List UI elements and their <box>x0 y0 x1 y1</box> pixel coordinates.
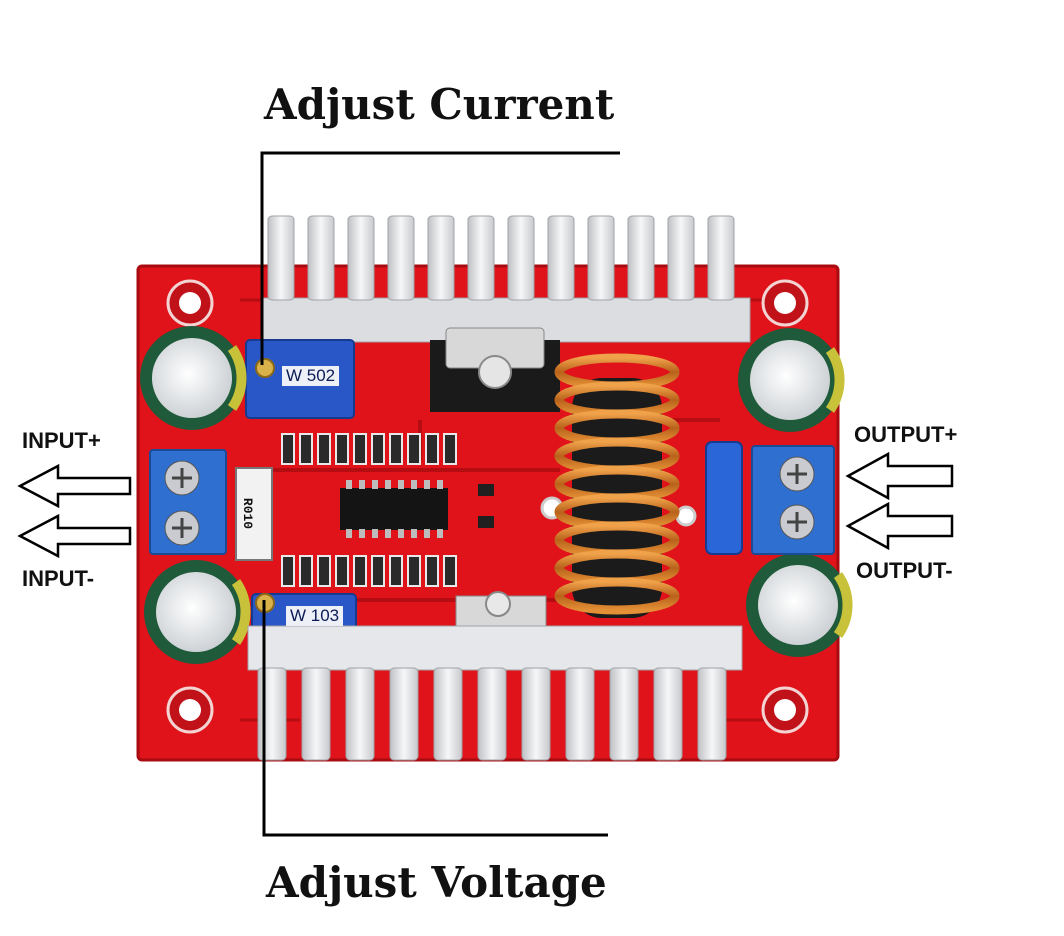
output-plus-arrow <box>845 451 954 501</box>
smd-part <box>353 555 367 587</box>
heatsink-fin <box>267 215 295 301</box>
heatsink-fin <box>433 667 463 761</box>
voltage-pot-code: W 103 <box>286 606 344 626</box>
heatsink-fin <box>307 215 335 301</box>
output-terminal-block <box>705 441 835 555</box>
input-minus-arrow <box>17 513 132 559</box>
heatsink-fin <box>301 667 331 761</box>
sense-resistor-code: R010 <box>240 497 256 530</box>
smd-part <box>281 433 295 465</box>
heatsink-fin <box>565 667 595 761</box>
ic-pin <box>359 529 365 538</box>
heatsink-fin <box>609 667 639 761</box>
top-heatsink <box>261 215 751 412</box>
heatsink-fin <box>507 215 535 301</box>
coil-winding <box>554 577 680 615</box>
smd-part <box>317 555 331 587</box>
toroid-inductor <box>554 353 680 618</box>
heatsink-fin <box>667 215 695 301</box>
capacitor-bottom-left <box>144 560 251 664</box>
smd-part <box>299 555 313 587</box>
input-terminal-block <box>149 449 227 555</box>
leader-lines <box>260 151 620 837</box>
ic-pin <box>437 480 443 489</box>
smd-components <box>281 433 697 587</box>
smd-part <box>335 555 349 587</box>
adjust-current-label: Adjust Current <box>264 80 615 129</box>
heatsink-fin <box>547 215 575 301</box>
capacitor-top-right <box>738 328 845 432</box>
smd-part <box>389 555 403 587</box>
heatsink-fin <box>697 667 727 761</box>
ic-pin <box>372 529 378 538</box>
heatsink-fin <box>427 215 455 301</box>
smd-part <box>407 555 421 587</box>
heatsink-fin <box>707 215 735 301</box>
ic-pin <box>346 480 352 489</box>
smd-part <box>389 433 403 465</box>
ic-pin <box>385 529 391 538</box>
output-plus-label: OUTPUT+ <box>854 422 958 447</box>
ic-pin <box>385 480 391 489</box>
smd-part <box>335 433 349 465</box>
current-pot-code: W 502 <box>282 366 340 386</box>
sense-resistor <box>235 467 273 561</box>
ic-pin <box>411 480 417 489</box>
adjust-voltage-label: Adjust Voltage <box>266 858 607 907</box>
heatsink-fin <box>467 215 495 301</box>
input-plus-arrow <box>17 463 132 509</box>
ic-pin <box>359 480 365 489</box>
heatsink-fin <box>587 215 615 301</box>
heatsink-fin <box>257 667 287 761</box>
smd-part <box>443 555 457 587</box>
smd-part <box>299 433 313 465</box>
output-minus-arrow <box>845 501 954 551</box>
ic-pin <box>437 529 443 538</box>
heatsink-fin <box>389 667 419 761</box>
heatsink-fin <box>345 667 375 761</box>
capacitor-top-left <box>140 326 247 430</box>
smd-part <box>353 433 367 465</box>
ic-pin <box>398 529 404 538</box>
mounting-holes <box>166 279 809 734</box>
heatsink-fin <box>477 667 507 761</box>
ic-pin <box>372 480 378 489</box>
capacitor-bottom-right <box>746 553 853 657</box>
ic-pin <box>424 529 430 538</box>
smd-part <box>407 433 421 465</box>
ic-pin <box>346 529 352 538</box>
control-ic <box>340 480 448 538</box>
ic-pin <box>411 529 417 538</box>
input-plus-label: INPUT+ <box>22 428 101 453</box>
smd-part <box>425 555 439 587</box>
ic-pin <box>424 480 430 489</box>
heatsink-fin <box>521 667 551 761</box>
heatsink-fin <box>347 215 375 301</box>
smd-part <box>371 433 385 465</box>
bottom-heatsink <box>247 591 743 761</box>
heatsink-fin <box>627 215 655 301</box>
smd-part <box>317 433 331 465</box>
input-minus-label: INPUT- <box>22 566 95 591</box>
smd-part <box>281 555 295 587</box>
smd-part <box>443 433 457 465</box>
heatsink-fin <box>387 215 415 301</box>
heatsink-fin <box>653 667 683 761</box>
smd-part <box>425 433 439 465</box>
smd-part <box>371 555 385 587</box>
ic-pin <box>398 480 404 489</box>
output-minus-label: OUTPUT- <box>856 558 953 583</box>
